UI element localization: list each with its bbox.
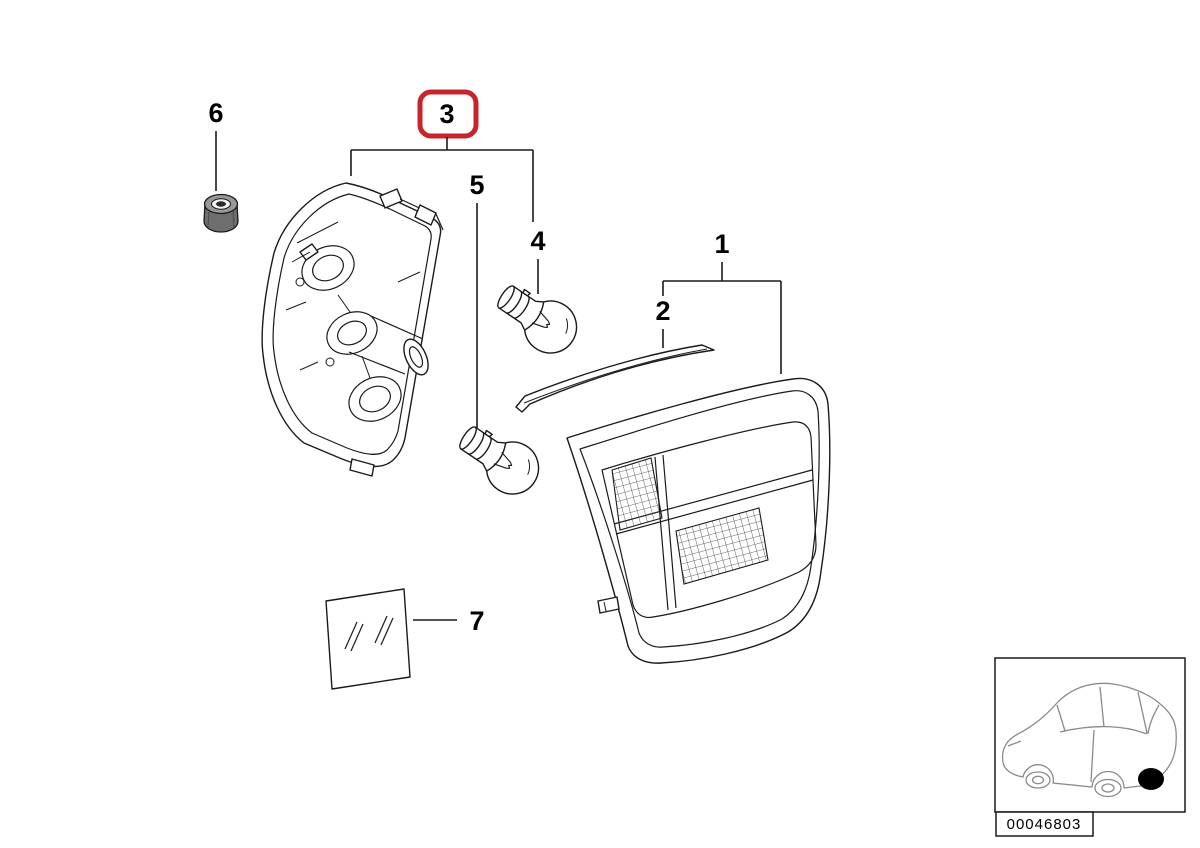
part-label-5[interactable]: 5 <box>469 170 484 200</box>
part-label-4[interactable]: 4 <box>530 226 545 256</box>
part-label-2[interactable]: 2 <box>655 296 670 326</box>
bulb-4-drawing <box>487 272 588 364</box>
selected-part-highlight-box <box>417 89 479 139</box>
gasket-drawing <box>515 344 715 413</box>
tail-light-drawing <box>566 377 831 664</box>
doc-number: 00046803 <box>1007 816 1082 833</box>
car-location-inset: 00046803 <box>994 657 1186 837</box>
part-label-7[interactable]: 7 <box>469 606 484 636</box>
nut-drawing <box>203 193 239 233</box>
part-label-3[interactable]: 3 <box>439 99 454 129</box>
doc-number-box <box>995 811 1094 837</box>
callout-bracket-1 <box>662 262 782 374</box>
part-label-1[interactable]: 1 <box>714 229 729 259</box>
car-sketch <box>1001 682 1177 798</box>
part-location-dot <box>1138 768 1164 790</box>
callout-bracket-3 <box>350 137 534 222</box>
part-label-6[interactable]: 6 <box>208 98 223 128</box>
sticker-drawing <box>325 588 411 690</box>
bulb-carrier-drawing <box>261 182 444 477</box>
reflector-grid-upper <box>611 457 663 531</box>
reflector-grid-center <box>675 507 769 585</box>
bulb-5-drawing <box>449 413 550 505</box>
